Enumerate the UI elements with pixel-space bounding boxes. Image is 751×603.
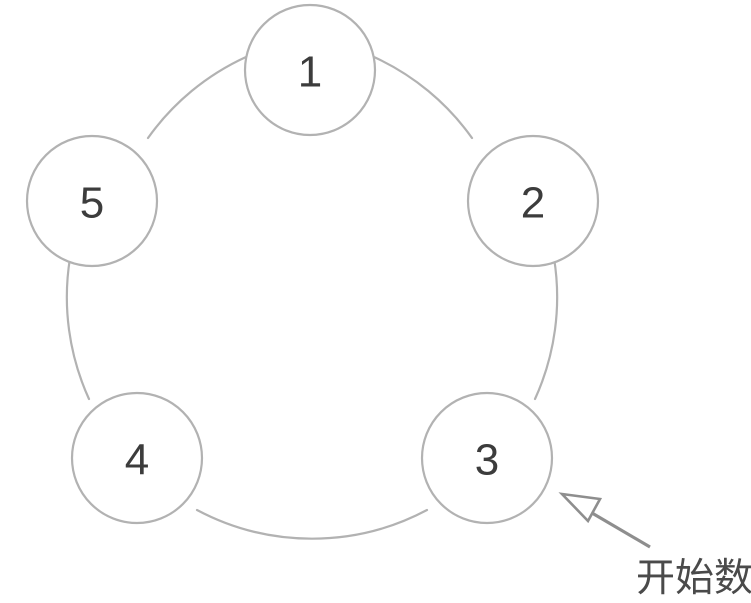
arc-1-to-2: [372, 55, 474, 140]
annotation-arrow: [558, 492, 651, 549]
node-group-2[interactable]: 2: [466, 134, 600, 268]
node-group-1[interactable]: 1: [243, 3, 377, 137]
arc-3-to-4: [195, 508, 429, 540]
annotation-label: 开始数: [636, 557, 751, 600]
node-label-5: 5: [80, 179, 104, 228]
node-circle-3[interactable]: [420, 391, 554, 525]
arc-4-to-5: [65, 256, 91, 401]
arc-2-to-3: [533, 256, 559, 401]
node-circle-4[interactable]: [70, 391, 204, 525]
arrow-head-icon: [558, 492, 603, 524]
node-circle-5[interactable]: [25, 134, 159, 268]
node-group-5[interactable]: 5: [25, 134, 159, 268]
node-label-4: 4: [125, 436, 149, 485]
node-label-1: 1: [298, 48, 322, 97]
node-circle-2[interactable]: [466, 134, 600, 268]
arrow-shaft: [591, 511, 651, 549]
node-circle-1[interactable]: [243, 3, 377, 137]
node-group-4[interactable]: 4: [70, 391, 204, 525]
node-label-3: 3: [475, 436, 499, 485]
node-group-3[interactable]: 3: [420, 391, 554, 525]
node-label-2: 2: [521, 179, 545, 228]
ring-arcs: [65, 55, 559, 540]
arc-5-to-1: [146, 55, 248, 140]
